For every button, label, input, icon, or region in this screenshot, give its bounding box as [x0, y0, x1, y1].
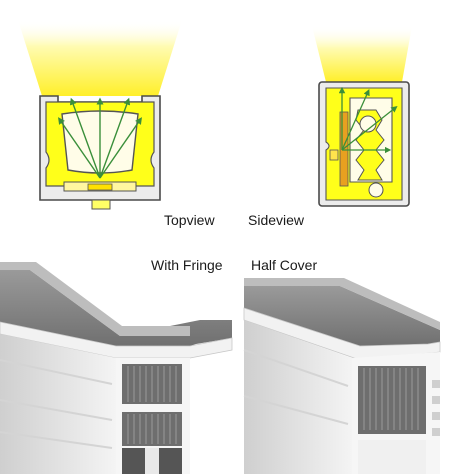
halfcover-top-surface — [244, 286, 440, 346]
sideview-diagram — [312, 26, 412, 207]
light-beam-sideview — [312, 26, 412, 82]
arrow-icon — [99, 97, 131, 179]
led-chip-topview — [87, 183, 113, 191]
led-chip-sideview — [329, 149, 339, 161]
arrow-icon — [58, 117, 101, 179]
topview-label: Topview — [164, 212, 215, 228]
fringe-side-wall — [0, 334, 116, 474]
topview-diagram — [18, 20, 182, 210]
sideview-hole-bottom — [368, 182, 384, 198]
arrow-group-topview — [58, 97, 142, 179]
halfcover-ledge — [243, 307, 441, 361]
sideview-hole-top — [359, 115, 377, 133]
arrow-icon — [99, 117, 142, 179]
arrow-icon — [69, 97, 101, 179]
arrow-icon — [341, 89, 370, 151]
profile-with-fringe — [0, 262, 233, 474]
half-cover-label: Half Cover — [251, 257, 318, 273]
with-fringe-label: With Fringe — [151, 257, 223, 273]
arrow-icon — [341, 105, 398, 151]
profile-half-cover — [243, 278, 441, 474]
halfcover-channel — [358, 366, 426, 434]
light-beam-topview — [18, 20, 182, 96]
topview-base-tab — [91, 199, 111, 210]
arrow-group-sideview — [338, 86, 398, 154]
sideview-label: Sideview — [248, 212, 305, 228]
